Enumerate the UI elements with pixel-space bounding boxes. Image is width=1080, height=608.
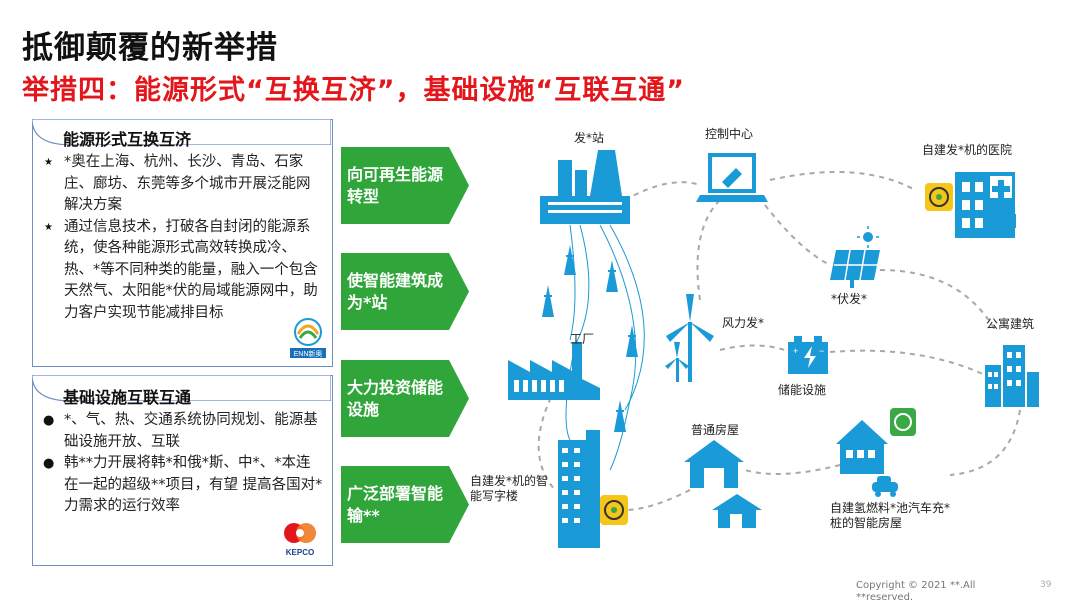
transmission-lines	[565, 224, 645, 471]
generator-badge-icon	[890, 408, 916, 436]
kepco-logo-icon: KEPCO	[284, 523, 316, 557]
arrow-smart-grid: 广泛部署智能输**	[341, 466, 469, 543]
panel-heading: 基础设施互联互通	[63, 388, 192, 407]
label-pv: *伏发*	[831, 292, 868, 306]
label-control-center: 控制中心	[705, 127, 754, 141]
hospital-icon	[955, 172, 1016, 238]
generator-badge-icon	[600, 495, 628, 525]
office-tower-icon	[558, 430, 600, 548]
label-storage: 储能设施	[778, 383, 827, 397]
label-wind: 风力发*	[722, 316, 765, 330]
enn-logo-icon: ENN新奥	[290, 318, 326, 358]
label-apartment: 公寓建筑	[986, 317, 1035, 331]
page-subtitle: 举措四：能源形式“互换互济”，基础设施“互联互通”	[22, 75, 685, 106]
list-item: ★*奥在上海、杭州、长沙、青岛、石家庄、廊坊、东莞等多个城市开展泛能网解决方案	[44, 154, 311, 213]
bullet-list: ●*、气、热、交通系统协同规划、能源基础设施开放、互联 ●韩**力开展将韩*和俄…	[41, 410, 324, 518]
svg-text:−: −	[819, 346, 824, 356]
svg-text:KEPCO: KEPCO	[286, 548, 314, 557]
arrow-storage-investment: 大力投资储能设施	[341, 360, 469, 437]
label-house: 普通房屋	[691, 423, 740, 437]
copyright: Copyright © 2021 **.All **reserved.	[856, 580, 976, 603]
arrow-renewable-transition: 向可再生能源转型	[341, 147, 469, 224]
label-office: 自建发*机的智能写字楼	[470, 474, 549, 503]
list-item: ●*、气、热、交通系统协同规划、能源基础设施开放、互联	[43, 412, 318, 450]
apartment-building-icon	[985, 345, 1039, 407]
network-links	[537, 171, 1021, 511]
dot-bullet-icon: ●	[43, 456, 55, 471]
arrow-smart-buildings: 使智能建筑成为*站	[341, 253, 469, 330]
control-center-laptop-icon	[696, 153, 768, 202]
generator-badge-icon	[925, 183, 953, 211]
factory-icon	[508, 342, 600, 400]
list-item: ★通过信息技术，打破各自封闭的能源系统，使各种能源形式高效转换成冷、热、*等不同…	[44, 218, 318, 321]
smart-house-icon	[836, 420, 898, 497]
bullet-list: ★*奥在上海、杭州、长沙、青岛、石家庄、廊坊、东莞等多个城市开展泛能网解决方案 …	[41, 152, 324, 324]
solar-panel-icon	[830, 226, 880, 288]
panel-header-tab	[31, 118, 331, 145]
svg-text:ENN新奥: ENN新奥	[294, 349, 323, 358]
battery-storage-icon: + −	[788, 336, 828, 374]
infrastructure-interconnection-panel: 基础设施互联互通 ●*、气、热、交通系统协同规划、能源基础设施开放、互联 ●韩*…	[31, 374, 333, 566]
power-station-icon	[540, 150, 630, 224]
energy-interchange-panel: 能源形式互换互济 ★*奥在上海、杭州、长沙、青岛、石家庄、廊坊、东莞等多个城市开…	[31, 118, 333, 367]
star-bullet-icon: ★	[44, 221, 53, 233]
page-title: 抵御颠覆的新举措	[22, 30, 278, 66]
wind-turbine-icon	[665, 294, 714, 382]
house-icon	[684, 440, 762, 528]
star-bullet-icon: ★	[44, 157, 53, 168]
list-item: ●韩**力开展将韩*和俄*斯、中*、*本连在一起的超级**项目，有望 提高各国对…	[43, 455, 323, 514]
page-number: 39	[1040, 580, 1052, 590]
label-hydrogen-home: 自建氢燃料*池汽车充*桩的智能房屋	[830, 501, 951, 530]
label-power-station: 发*站	[574, 131, 605, 145]
svg-text:+: +	[793, 346, 798, 356]
label-factory: 工厂	[570, 332, 595, 346]
dot-bullet-icon: ●	[43, 413, 55, 428]
panel-header-tab	[31, 374, 331, 401]
panel-heading: 能源形式互换互济	[63, 130, 192, 149]
label-hospital: 自建发*机的医院	[922, 143, 1013, 157]
